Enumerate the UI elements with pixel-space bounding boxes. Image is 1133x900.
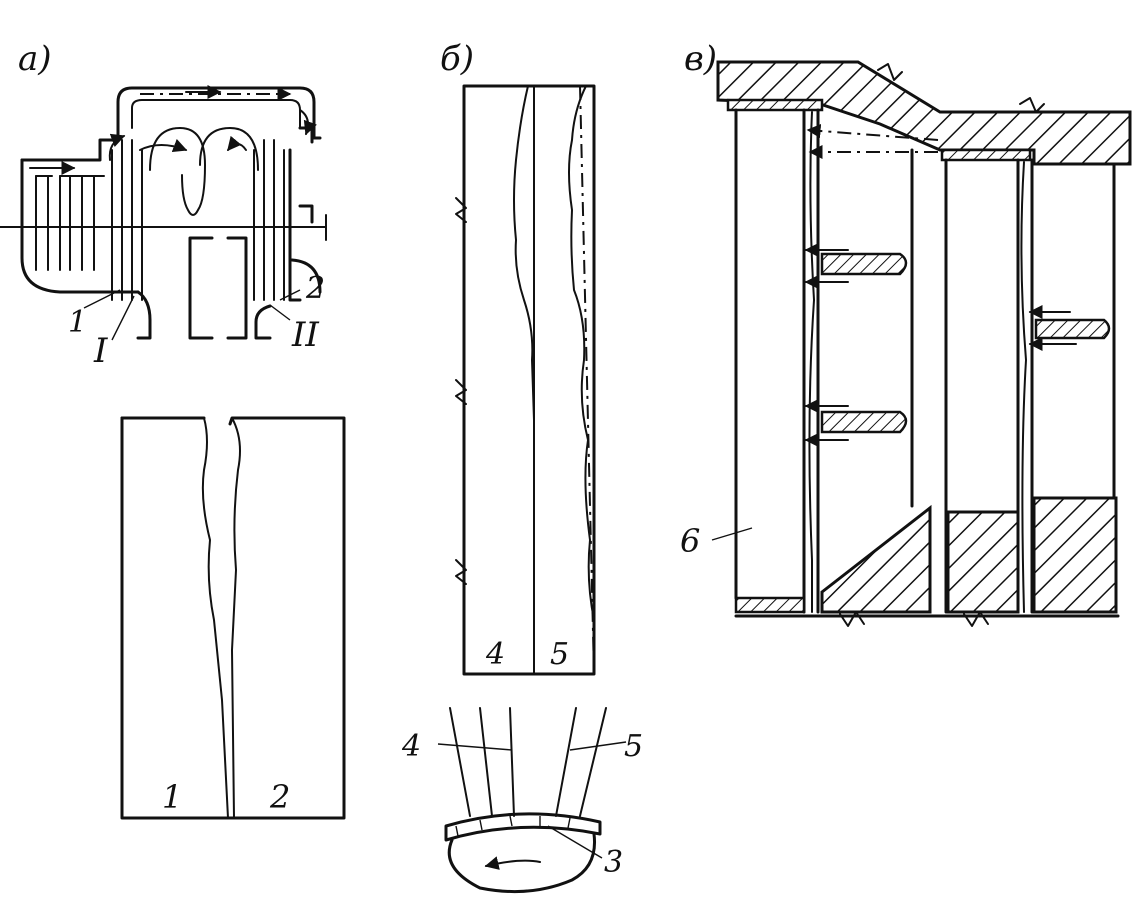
strip-a-label-2: 2 — [269, 778, 290, 816]
stage-roman-II: II — [291, 315, 319, 355]
part-number-1: 1 — [68, 305, 87, 340]
panel-b: б) 4 5 4 5 3 — [401, 39, 643, 894]
part-number-2: 2 — [305, 271, 325, 306]
panel-a: а) — [0, 39, 346, 820]
strip-b-label-5: 5 — [550, 637, 569, 672]
panel-c-label: в) — [684, 39, 717, 79]
strip-a-label-1: 1 — [162, 778, 182, 816]
strip-b-label-4: 4 — [485, 637, 505, 672]
blade-disk-detail — [437, 707, 627, 894]
panel-c: в) — [680, 39, 1132, 627]
stage-roman-I: I — [93, 331, 108, 371]
cracked-strip-b — [455, 84, 596, 676]
part-label-6: 6 — [680, 522, 700, 560]
cracked-strip-a — [120, 416, 346, 820]
detail-label-4: 4 — [401, 729, 421, 764]
panel-a-label: а) — [18, 39, 52, 79]
detail-label-5: 5 — [624, 729, 643, 764]
detail-label-3: 3 — [604, 845, 623, 880]
casing-section — [711, 60, 1132, 627]
panel-b-label: б) — [440, 39, 474, 79]
turbine-schematic — [0, 85, 327, 341]
